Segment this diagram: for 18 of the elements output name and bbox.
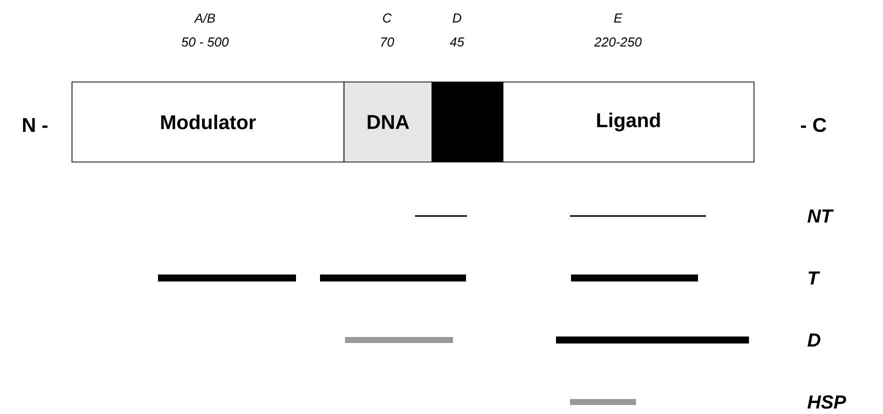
residue-count: 220-250 [594, 37, 642, 47]
domain-box: Modulator [72, 82, 344, 162]
terminus-label: - C [801, 118, 826, 132]
domain-name: C [383, 13, 392, 23]
residue-count: 45 [450, 37, 464, 46]
domain-name: D [452, 14, 462, 22]
domain-box [432, 82, 504, 162]
row-label: T [808, 272, 820, 284]
row-label: NT [808, 210, 834, 222]
row-label: D [808, 334, 820, 346]
residue-count: 50 - 500 [182, 37, 229, 47]
row-label: HSP [808, 395, 846, 409]
residue-count: 70 [381, 37, 394, 47]
domain-box: DNA [344, 82, 432, 162]
terminus-label: N - [23, 118, 48, 132]
domain-name: A/B [194, 13, 215, 23]
domain-name: E [614, 14, 622, 22]
domain-box: Ligand [502, 82, 754, 162]
